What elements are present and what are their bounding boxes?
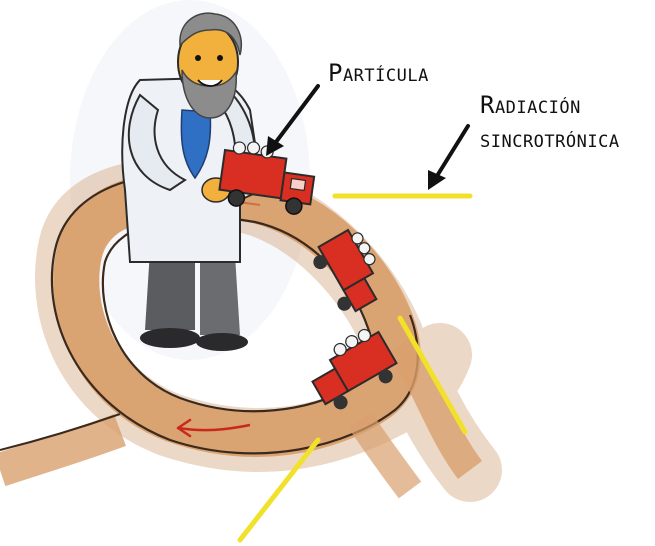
particle-label: Partícula [328,56,429,90]
radiation-label-line1: Radiación [480,88,620,122]
radiation-label: Radiación sincrotrónica [480,88,620,156]
radiation-label-line2: sincrotrónica [480,122,620,156]
